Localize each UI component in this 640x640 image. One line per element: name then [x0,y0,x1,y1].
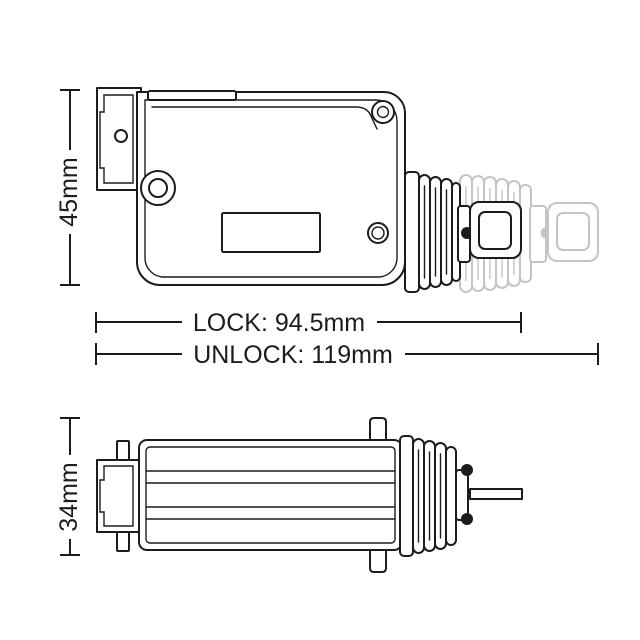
dimension-label-height-top: 45mm [55,157,83,226]
label-window [221,212,321,253]
rubber-bellows-top-view [404,171,461,293]
dimension-label-height-side: 34mm [55,462,83,531]
dimension-height-top-view: 45mm [55,89,83,286]
plunger-collar [455,469,469,521]
housing-mount-post-bottom [369,549,387,573]
dimension-lock-length: LOCK: 94.5mm [95,309,522,337]
bellows-flange [404,171,420,293]
housing-side-outline [138,439,403,551]
actuator-top-view: 45mm [55,87,599,293]
connector-plug-side-view [96,440,142,552]
mounting-screw-hole [148,178,168,198]
connector-inner-outline [99,94,134,184]
housing-small-hole [367,222,389,244]
housing-corner-boss-hole [376,105,390,119]
plunger-lock-position [457,201,522,263]
housing-top-clip [147,90,237,101]
plunger-plate-hole [478,211,512,250]
housing-lid-line [151,106,378,130]
plunger-side-view [455,464,523,525]
dimension-label-unlock: UNLOCK: 119mm [193,341,393,369]
ghost-plunger-plate-hole [556,212,590,251]
actuator-side-view: 34mm [55,417,523,573]
plunger-rod [469,488,523,500]
rubber-bellows-side-view [399,435,457,557]
connector-pin-top [116,440,130,463]
housing-small-hole-inner [371,226,385,240]
dimension-label-lock: LOCK: 94.5mm [193,309,365,337]
housing-side-inner-outline [145,446,396,544]
bellows-flange [399,435,414,557]
housing-corner-boss [371,100,395,124]
actuator-housing-top-view [136,90,406,286]
connector-plug-top-view [96,87,142,191]
connector-pin-bottom [116,529,130,552]
actuator-housing-side-view [138,417,403,573]
connector-inner-outline [99,465,134,527]
dimension-unlock-length: UNLOCK: 119mm [95,341,599,369]
housing-outer-outline [136,91,406,286]
bellows-rib [445,446,457,546]
connector-pin-hole [114,129,128,143]
housing-mount-post-top [369,417,387,441]
dimension-height-side-view: 34mm [55,417,83,556]
plunger-knob-bottom [461,513,473,525]
plunger-knob-top [461,464,473,476]
